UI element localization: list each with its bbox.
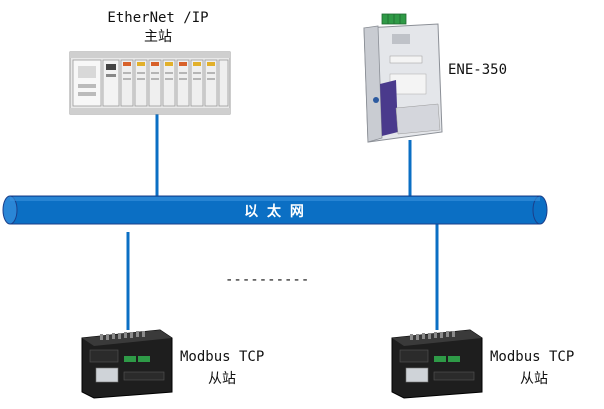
gateway-label: ENE-350 xyxy=(448,62,507,78)
ethernet-bus: 以 太 网 xyxy=(2,195,548,225)
master-plc-icon xyxy=(69,51,231,115)
master-label-line2: 主站 xyxy=(144,29,172,45)
bus-label: 以 太 网 xyxy=(244,203,306,220)
slave-right-label-line2: 从站 xyxy=(520,371,548,387)
slave-left-label-line2: 从站 xyxy=(208,371,236,387)
slave-right-plc-icon xyxy=(391,329,483,399)
slave-right-label-line1: Modbus TCP xyxy=(490,349,574,365)
slave-left-label-line1: Modbus TCP xyxy=(180,349,264,365)
slave-left-plc-icon xyxy=(81,329,173,399)
master-label-line1: EtherNet /IP xyxy=(107,10,208,26)
ellipsis-dashes: ---------- xyxy=(225,272,309,288)
gateway-device-icon xyxy=(363,13,443,143)
